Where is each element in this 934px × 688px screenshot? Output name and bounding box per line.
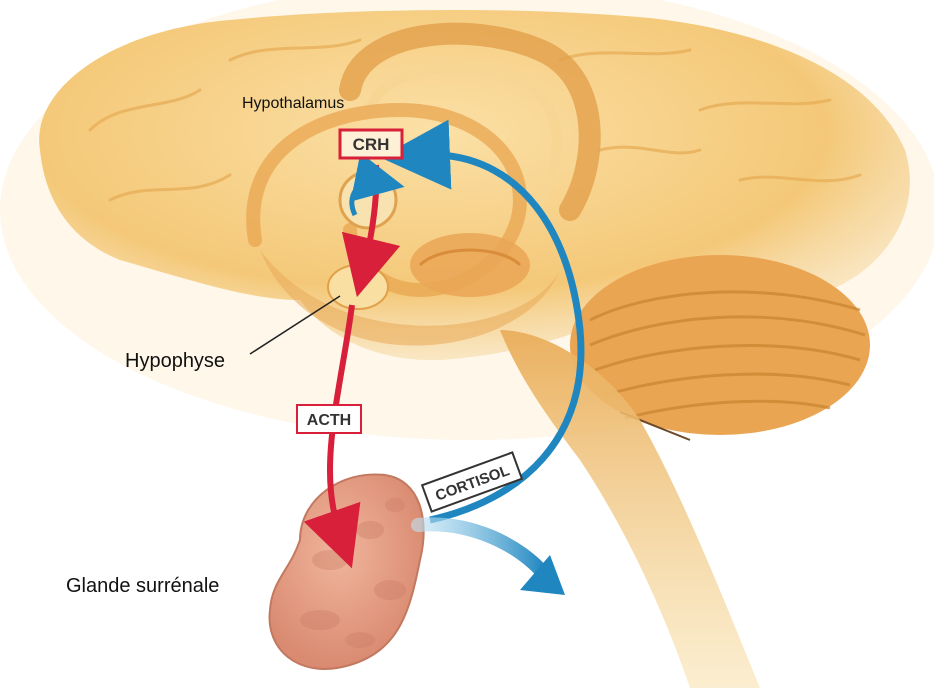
hypophyse-label: Hypophyse (125, 350, 225, 372)
cortisol-output-arrow (418, 524, 545, 575)
acth-tag: ACTH (297, 405, 361, 433)
pituitary-gland (328, 265, 388, 309)
hypothalamus-label: Hypothalamus (242, 95, 344, 112)
acth-label: ACTH (307, 412, 351, 429)
crh-tag: CRH (340, 130, 402, 158)
hippocampus (410, 233, 530, 297)
glande-label: Glande surrénale (66, 575, 219, 597)
crh-label: CRH (353, 135, 390, 154)
cortisol-tag: CORTISOL (422, 452, 522, 511)
